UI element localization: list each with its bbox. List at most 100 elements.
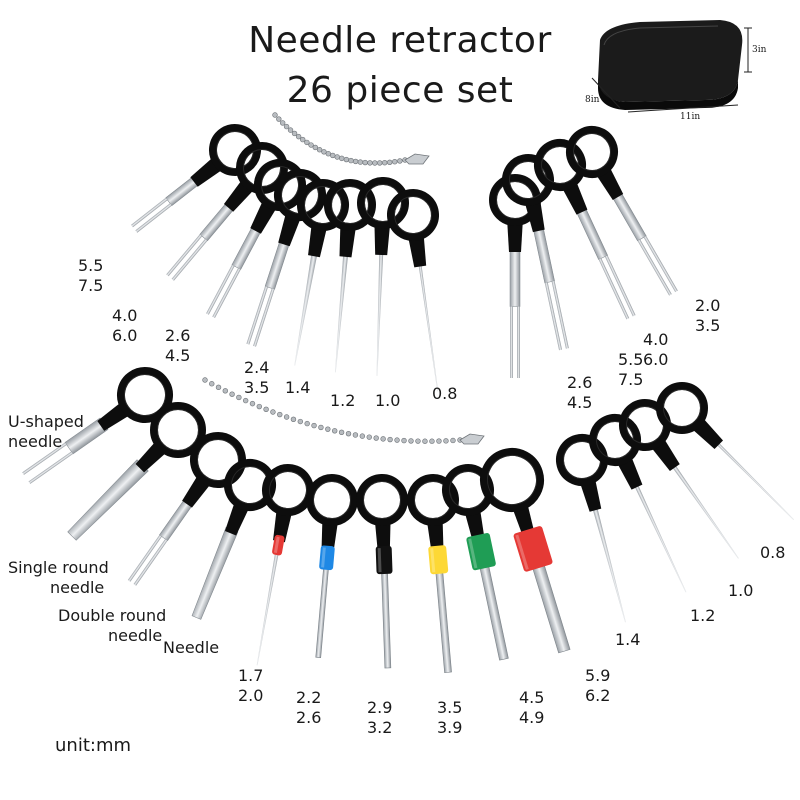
- chain-ball: [318, 424, 324, 431]
- label-tl-7: 1.0: [375, 391, 401, 410]
- label-br-1: 1.4: [615, 630, 641, 649]
- chain-ball: [263, 406, 269, 413]
- chain-ball: [362, 159, 368, 166]
- chain-ball: [209, 381, 215, 387]
- chain-ball: [321, 149, 327, 155]
- chain-ball: [331, 428, 338, 434]
- chain-ball: [249, 400, 256, 407]
- tool-bottom-5: [256, 464, 314, 666]
- chain-ball: [272, 112, 278, 118]
- chain-ball: [202, 377, 208, 383]
- chain-ball: [300, 136, 306, 143]
- chain-ball: [312, 144, 319, 151]
- chain-ball: [334, 154, 340, 160]
- tool-bottom-right-2: [589, 414, 687, 593]
- title-line-2: 26 piece set: [286, 70, 514, 111]
- label-tl-8: 0.8: [432, 384, 458, 403]
- chain-ball: [367, 160, 373, 166]
- chain-ball: [290, 416, 297, 423]
- chain-ball: [283, 414, 290, 420]
- chain-ball: [242, 397, 249, 404]
- chain-clasp: [459, 433, 485, 445]
- tools-top-left-group: [131, 124, 439, 392]
- chain-ball: [256, 403, 262, 410]
- chain-ball: [443, 438, 449, 444]
- chain-ball: [222, 388, 229, 394]
- chain-ball: [304, 420, 310, 427]
- tool-bottom-10: [480, 448, 571, 654]
- chain-ball: [304, 139, 310, 146]
- label-tl-5: 1.4: [285, 378, 311, 397]
- chain-ball: [291, 130, 298, 137]
- label-br-3: 1.0: [728, 581, 754, 600]
- chain-ball: [229, 391, 235, 397]
- tools-bottom-left-group: [22, 367, 571, 673]
- tool-top-left-5: [294, 179, 349, 366]
- chain-ball: [408, 438, 414, 444]
- tool-bottom-right-4: [656, 382, 795, 521]
- chain-ball: [339, 155, 345, 162]
- chain-ball: [392, 159, 398, 165]
- chain-ball: [283, 123, 290, 130]
- chain-ball: [387, 436, 393, 443]
- chain-ball: [401, 437, 407, 444]
- label-tl-6: 1.2: [330, 391, 356, 410]
- chain-ball: [429, 438, 435, 444]
- chain-ball: [397, 158, 403, 164]
- chain-ball: [394, 437, 400, 443]
- carry-case: [591, 20, 752, 113]
- chain-ball: [297, 418, 304, 425]
- chain-ball: [352, 158, 359, 165]
- chain-ball: [359, 433, 366, 439]
- tool-bottom-6: [306, 474, 358, 658]
- chain-ball: [330, 152, 336, 159]
- tool-top-right-3: [534, 139, 636, 320]
- label-br-2: 1.2: [690, 606, 716, 625]
- chain-ball: [236, 394, 242, 401]
- chain-ball: [308, 142, 314, 148]
- ball-chain-bottom: [202, 377, 485, 445]
- title-line-1: Needle retractor: [248, 20, 552, 61]
- chain-ball: [381, 160, 388, 166]
- chain-clasp: [404, 153, 430, 165]
- chain-ball: [277, 411, 283, 418]
- chain-ball: [270, 409, 276, 415]
- case-height-label: 3in: [752, 45, 767, 55]
- chain-ball: [338, 429, 345, 436]
- chain-ball: [386, 159, 393, 166]
- chain-ball: [325, 426, 331, 432]
- tool-top-left-6: [324, 179, 376, 373]
- tools-top-right-group: [489, 126, 678, 378]
- case-width-label: 11in: [680, 112, 701, 122]
- tool-bottom-8: [407, 474, 459, 673]
- chain-ball: [357, 159, 364, 165]
- tool-bottom-7: [356, 474, 408, 669]
- tools-bottom-right-group: [556, 382, 795, 623]
- chain-ball: [450, 437, 456, 444]
- chain-ball: [348, 157, 354, 164]
- label-needle: Needle: [163, 638, 220, 657]
- ball-chain-top: [272, 112, 430, 166]
- chain-ball: [316, 147, 323, 153]
- chain-ball: [372, 160, 378, 166]
- chain-ball: [377, 160, 383, 166]
- unit-label: unit:mm: [55, 735, 132, 756]
- chain-ball: [325, 151, 332, 157]
- chain-ball: [366, 434, 372, 440]
- chain-ball: [311, 422, 317, 429]
- chain-ball: [345, 430, 352, 437]
- chain-ball: [415, 438, 421, 444]
- chain-ball: [279, 120, 286, 126]
